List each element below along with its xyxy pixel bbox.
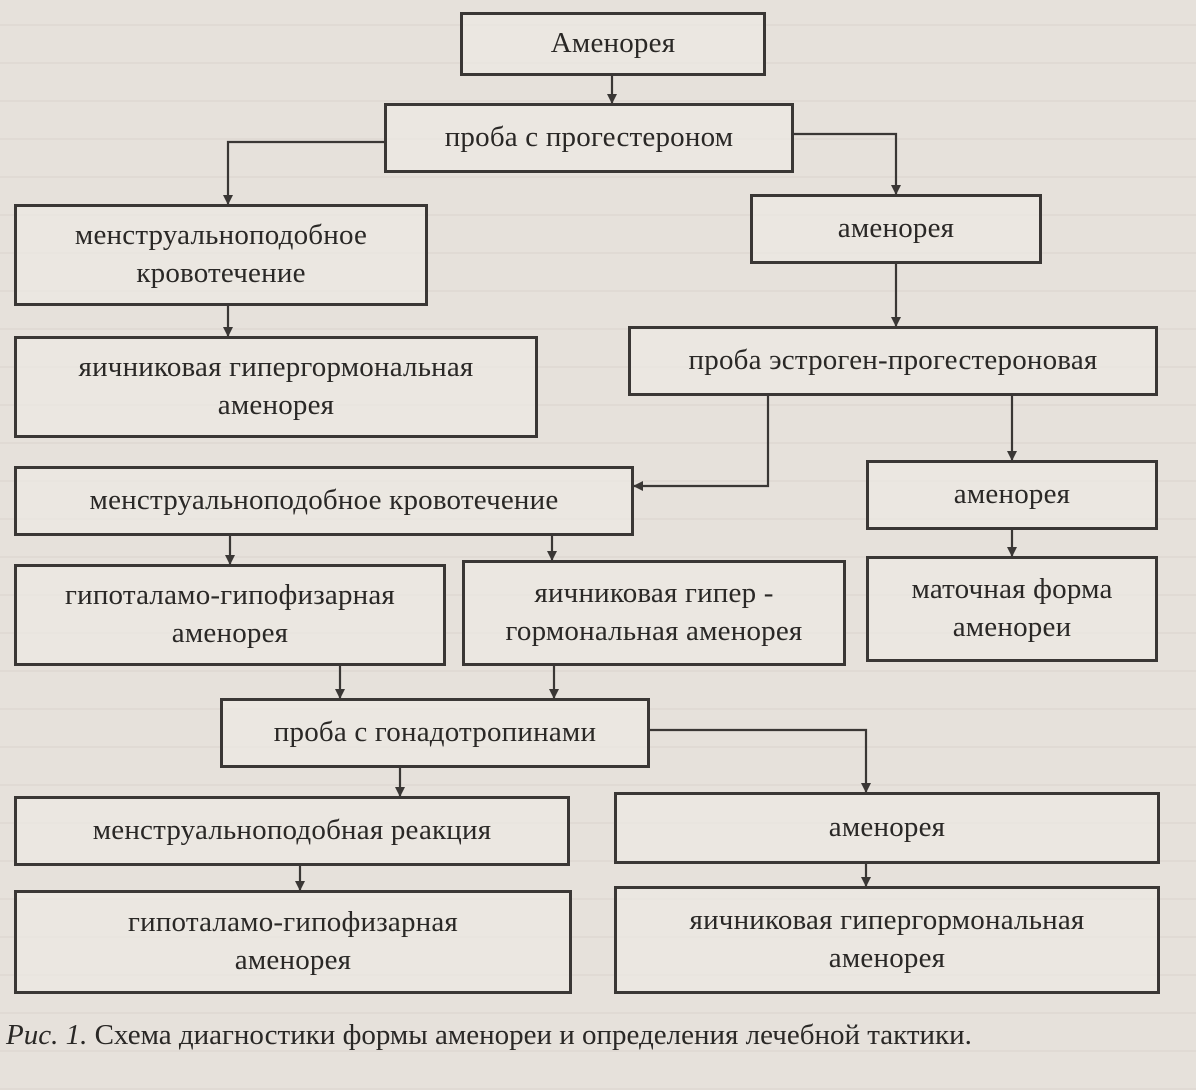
node-hypothalamic-pituitary-2: гипоталамо-гипофизарная аменорея	[14, 890, 572, 994]
node-uterine-form: маточная форма аменореи	[866, 556, 1158, 662]
node-menstrual-reaction: менструальноподобная реакция	[14, 796, 570, 866]
node-amenorrhea-2: аменорея	[750, 194, 1042, 264]
figure-caption: Рис. 1. Схема диагностики формы аменореи…	[6, 1016, 1192, 1054]
node-progesterone-test: проба с прогестероном	[384, 103, 794, 173]
node-menstrual-bleeding-1: менструальноподобное кровотечение	[14, 204, 428, 306]
figure-caption-text: Схема диагностики формы аменореи и опред…	[87, 1019, 972, 1051]
connector-arrow	[650, 728, 871, 793]
connector-arrow	[633, 396, 770, 491]
node-amenorrhea-4: аменорея	[614, 792, 1160, 864]
node-ovarian-hyperhormonal-2: яичниковая гипер - гормональная аменорея	[462, 560, 846, 666]
node-hypothalamic-pituitary-1: гипоталамо-гипофизарная аменорея	[14, 564, 446, 666]
node-ovarian-hyperhormonal-3: яичниковая гипергормональная аменорея	[614, 886, 1160, 994]
node-ovarian-hyperhormonal-1: яичниковая гипергормональная аменорея	[14, 336, 538, 438]
node-gonadotropin-test: проба с гонадотропинами	[220, 698, 650, 768]
node-amenorrhea: Аменорея	[460, 12, 766, 76]
figure-caption-lead: Рис. 1.	[6, 1019, 88, 1051]
node-estrogen-progesterone-test: проба эстроген-прогестероновая	[628, 326, 1158, 396]
connector-arrow	[223, 140, 384, 205]
connector-arrow	[794, 132, 901, 195]
node-amenorrhea-3: аменорея	[866, 460, 1158, 530]
node-menstrual-bleeding-2: менструальноподобное кровотечение	[14, 466, 634, 536]
